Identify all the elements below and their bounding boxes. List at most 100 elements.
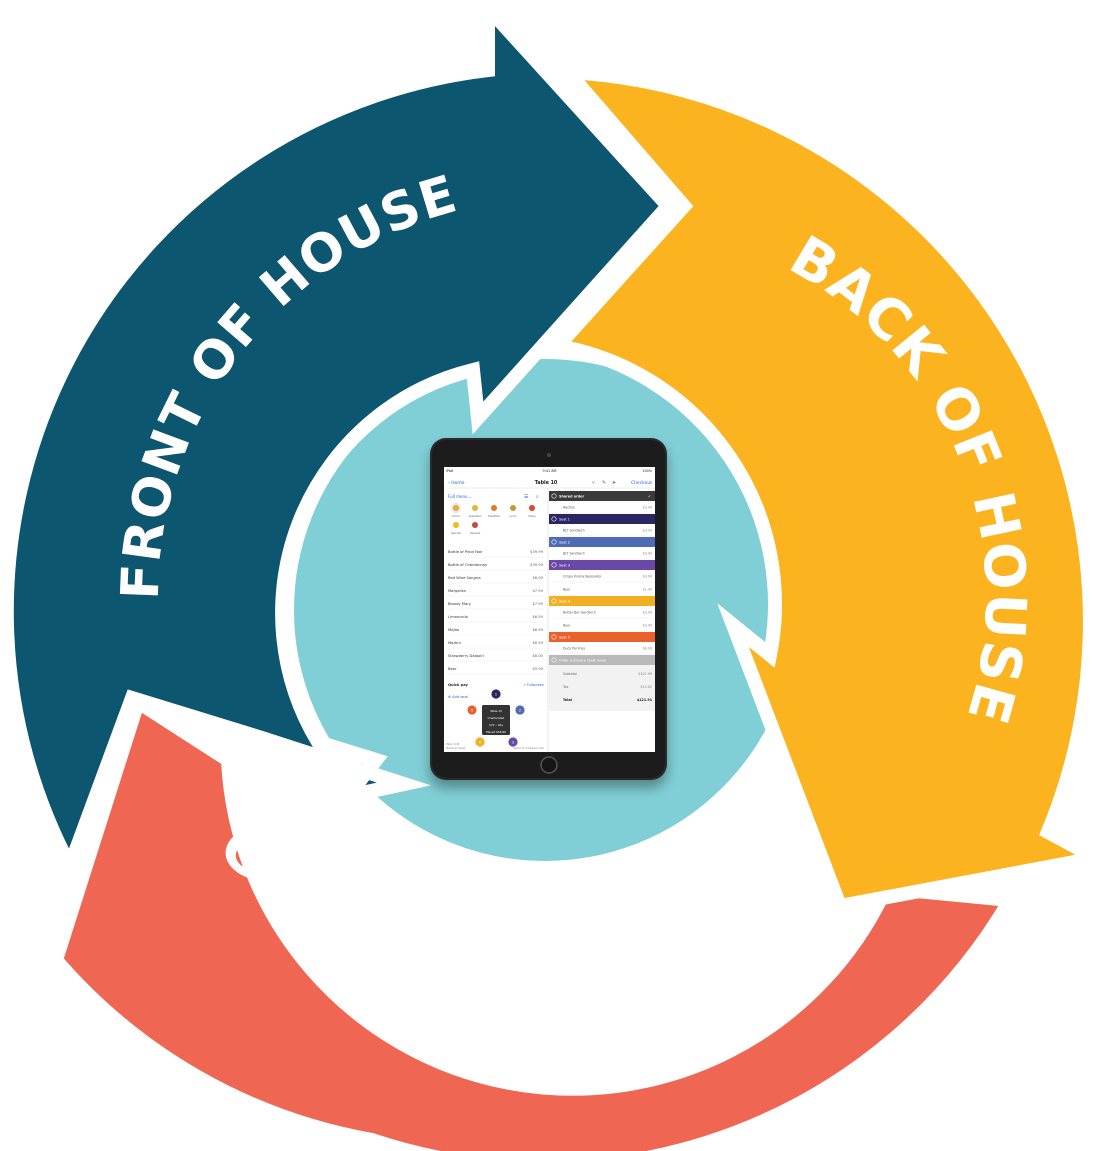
menu-item-name[interactable]: Margarita xyxy=(448,589,466,593)
status-battery: 100% xyxy=(642,469,652,473)
order-section-title: Seat 2 xyxy=(559,541,570,545)
back-of-house-arrow xyxy=(544,64,1096,914)
menu-item-price: $6.59 xyxy=(532,615,543,619)
category-swatch xyxy=(472,522,478,528)
back-home-link[interactable]: ‹ Home xyxy=(448,480,465,486)
category-label: Lunch xyxy=(509,515,517,518)
front-of-house-arrow xyxy=(0,0,678,884)
category-label: Appetizers xyxy=(469,515,482,518)
order-item-name[interactable]: Beer xyxy=(563,588,571,592)
menu-item-price: $6.59 xyxy=(532,641,543,645)
seat-marker[interactable] xyxy=(508,737,518,747)
home-button[interactable] xyxy=(540,756,558,774)
pencil-icon[interactable]: ✎ xyxy=(602,480,606,486)
popup-line: Unallocated xyxy=(488,716,505,720)
popup-line: Placed $56.80 xyxy=(486,730,506,734)
seat-number: 3 xyxy=(512,740,514,744)
status-time: 9:41 AM xyxy=(543,469,557,473)
summary-value: $107.99 xyxy=(638,672,652,676)
order-item-name[interactable]: Duck Pal Fries xyxy=(563,647,585,651)
category-label: Drinks xyxy=(452,515,460,518)
quick-pay-label: Quick pay xyxy=(448,683,469,687)
seat-marker[interactable] xyxy=(491,689,501,699)
seat-marker[interactable] xyxy=(467,705,477,715)
menu-item-name[interactable]: Bloody Mary xyxy=(448,602,472,606)
menu-item-name[interactable]: Strawberry Daiquiri xyxy=(448,654,484,658)
footer-left-line2: Maximum Seats xyxy=(446,747,466,750)
order-section-header[interactable] xyxy=(549,596,655,606)
menu-item-name[interactable]: Martini xyxy=(448,641,461,645)
checkout-button[interactable]: Checkout xyxy=(631,480,652,486)
seat-number: 1 xyxy=(495,692,497,696)
category-label: Mains xyxy=(529,515,537,518)
category-swatch xyxy=(529,505,535,511)
menu-item-name[interactable]: Mojito xyxy=(448,628,460,632)
summary-label: Subtotal xyxy=(563,672,577,676)
menu-item-price: $6.00 xyxy=(532,654,543,658)
category-label: Specials xyxy=(451,532,462,535)
table-popup[interactable] xyxy=(482,705,510,735)
menu-item-price: $7.99 xyxy=(532,602,543,606)
seat-marker[interactable] xyxy=(515,705,525,715)
seat-icon xyxy=(551,634,557,640)
order-section-title: Seat 4 xyxy=(559,600,570,604)
order-item-name[interactable]: Crispy Kroma Bazonator xyxy=(563,575,602,579)
menu-item-name[interactable]: Red Wine Sangria xyxy=(448,576,481,580)
seat-number: 4 xyxy=(479,740,481,744)
order-section-header[interactable] xyxy=(549,537,655,547)
order-section-title: Seat 5 xyxy=(559,636,570,640)
category-label: Breakfast xyxy=(488,515,499,518)
summary-label: Total xyxy=(563,698,572,702)
order-section-header[interactable] xyxy=(549,491,655,501)
menu-item-name[interactable]: Bottle of Chardonnay xyxy=(448,563,488,567)
order-item-price: $3.99 xyxy=(643,529,652,533)
combined-order-link[interactable]: Switch to combined order xyxy=(513,747,544,750)
category-label: Desserts xyxy=(470,532,481,535)
popup-line: Table 10 xyxy=(489,709,502,713)
menu-item-price: $39.99 xyxy=(530,550,544,554)
camera-dot xyxy=(547,453,551,457)
add-seat-button[interactable]: ⊕ Add seat xyxy=(448,695,469,699)
menu-filter[interactable]: Full menu ⌄ xyxy=(448,494,472,499)
order-item-name[interactable]: Nachos xyxy=(563,506,575,510)
menu-item-name[interactable]: Beer xyxy=(448,667,457,671)
order-item-price: $3.99 xyxy=(643,624,652,628)
seat-icon xyxy=(551,516,557,522)
category-swatch xyxy=(453,522,459,528)
order-section-header[interactable] xyxy=(549,655,655,665)
order-item-name[interactable]: Beer xyxy=(563,624,571,628)
list-view-icon[interactable]: ☰ xyxy=(524,494,529,500)
footer-left-line1: Table: 10/8 xyxy=(446,743,460,746)
utensils-icon[interactable]: ⑂ xyxy=(592,480,595,486)
menu-item-name[interactable]: Bottle of Pinot Noir xyxy=(448,550,483,554)
check-icon: ✓ xyxy=(648,494,651,499)
order-section-title: Order summary (Seat level) xyxy=(559,659,607,663)
order-section-header[interactable] xyxy=(549,560,655,570)
seat-icon xyxy=(551,562,557,568)
seat-number: 5 xyxy=(471,708,473,712)
seat-marker[interactable] xyxy=(475,737,485,747)
send-icon[interactable]: ➤ xyxy=(612,480,616,486)
order-item-name[interactable]: BLT Sandwich xyxy=(563,552,585,556)
menu-item-price: $8.00 xyxy=(532,576,543,580)
summary-value: $14.02 xyxy=(640,685,652,689)
search-icon[interactable]: ⌕ xyxy=(536,494,539,500)
order-section-header[interactable] xyxy=(549,632,655,642)
category-swatch xyxy=(472,505,478,511)
status-carrier: iPad xyxy=(446,469,453,473)
order-item-name[interactable]: Butter Bar Sandwich xyxy=(563,611,596,615)
seat-icon xyxy=(551,539,557,545)
seat-icon xyxy=(551,493,557,499)
order-section-header[interactable] xyxy=(549,514,655,524)
summary-value: $121.91 xyxy=(637,698,653,702)
category-swatch xyxy=(510,505,516,511)
menu-item-name[interactable]: Limoncello xyxy=(448,615,469,619)
order-section-title: Seat 3 xyxy=(559,564,570,568)
order-item-name[interactable]: BLT Sandwich xyxy=(563,529,585,533)
fullscreen-button[interactable]: ↗ Fullscreen xyxy=(523,683,544,687)
seat-icon xyxy=(551,657,557,663)
order-item-price: $3.99 xyxy=(643,575,652,579)
